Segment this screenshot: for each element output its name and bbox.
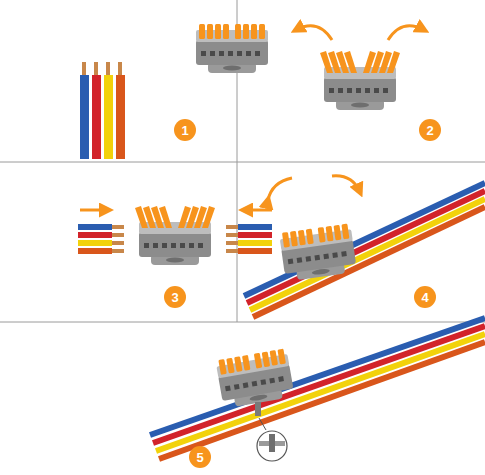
connector	[218, 349, 286, 375]
callout-number: 5	[189, 446, 211, 468]
loose-wires	[94, 62, 98, 76]
joined-wires	[253, 207, 485, 317]
wires-left	[78, 224, 124, 254]
lift-arrows	[296, 26, 424, 40]
wires-right	[238, 248, 272, 254]
wires-right	[238, 240, 272, 246]
panel-grid	[0, 322, 485, 323]
joined-wires	[244, 183, 485, 317]
connector	[196, 30, 268, 73]
mounting-screw	[259, 418, 266, 430]
connector-open	[139, 222, 211, 265]
callout-text: 5	[196, 451, 203, 464]
panel-grid	[0, 0, 485, 322]
loose-wires	[116, 75, 125, 159]
panel-grid	[0, 162, 485, 163]
mounted-wires	[153, 326, 485, 443]
wires-right	[226, 233, 238, 237]
mounted-wires	[150, 318, 485, 435]
loose-wires	[80, 75, 89, 159]
connector	[196, 24, 268, 73]
wires-left	[112, 225, 124, 229]
callout-number: 2	[419, 119, 441, 141]
loose-wires	[82, 62, 86, 76]
lift-arrows	[296, 26, 332, 40]
wires-right	[238, 224, 272, 230]
mounted-wires	[159, 342, 485, 459]
callout-text: 3	[171, 291, 178, 304]
wires-left	[78, 240, 112, 246]
connector-open	[324, 67, 396, 110]
loose-wires	[118, 62, 122, 76]
joined-wires	[244, 183, 485, 296]
wires-right	[226, 225, 238, 229]
connector-open	[135, 206, 215, 228]
connector-open	[320, 51, 400, 73]
mounting-screw	[257, 431, 287, 461]
connector	[282, 224, 349, 248]
wires-left	[78, 248, 112, 254]
connector	[279, 223, 357, 282]
wires-left	[78, 224, 112, 230]
callout-text: 2	[426, 124, 433, 137]
lift-arrows	[388, 26, 424, 40]
close-arrows	[268, 178, 292, 200]
connector-open	[135, 206, 215, 265]
loose-wires	[92, 75, 101, 159]
mounted-wires	[150, 318, 485, 459]
wires-left	[112, 249, 124, 253]
insert-arrows	[80, 209, 108, 212]
wires-right	[226, 249, 238, 253]
mounting-screw	[269, 434, 275, 452]
close-arrows	[268, 176, 360, 200]
connector-open	[320, 51, 400, 110]
wires-left	[112, 233, 124, 237]
joined-wires	[247, 191, 485, 303]
insert-arrows	[80, 209, 272, 212]
mounting-screw	[255, 402, 287, 461]
wires-right	[226, 224, 272, 254]
connector	[199, 24, 265, 39]
loose-wires	[104, 75, 113, 159]
wires-left	[78, 232, 112, 238]
loose-wires	[80, 62, 125, 159]
wires-right	[238, 232, 272, 238]
callout-text: 4	[421, 291, 428, 304]
mounting-screw	[255, 402, 261, 416]
callout-text: 1	[181, 124, 188, 137]
callout-number: 3	[164, 286, 186, 308]
wires-right	[226, 241, 238, 245]
loose-wires	[106, 62, 110, 76]
insert-arrows	[244, 209, 272, 212]
joined-wires	[250, 199, 485, 310]
callout-number: 1	[174, 119, 196, 141]
mounted-wires	[156, 334, 485, 451]
connector	[215, 348, 294, 409]
close-arrows	[332, 176, 360, 192]
wires-left	[112, 241, 124, 245]
callout-number: 4	[414, 286, 436, 308]
